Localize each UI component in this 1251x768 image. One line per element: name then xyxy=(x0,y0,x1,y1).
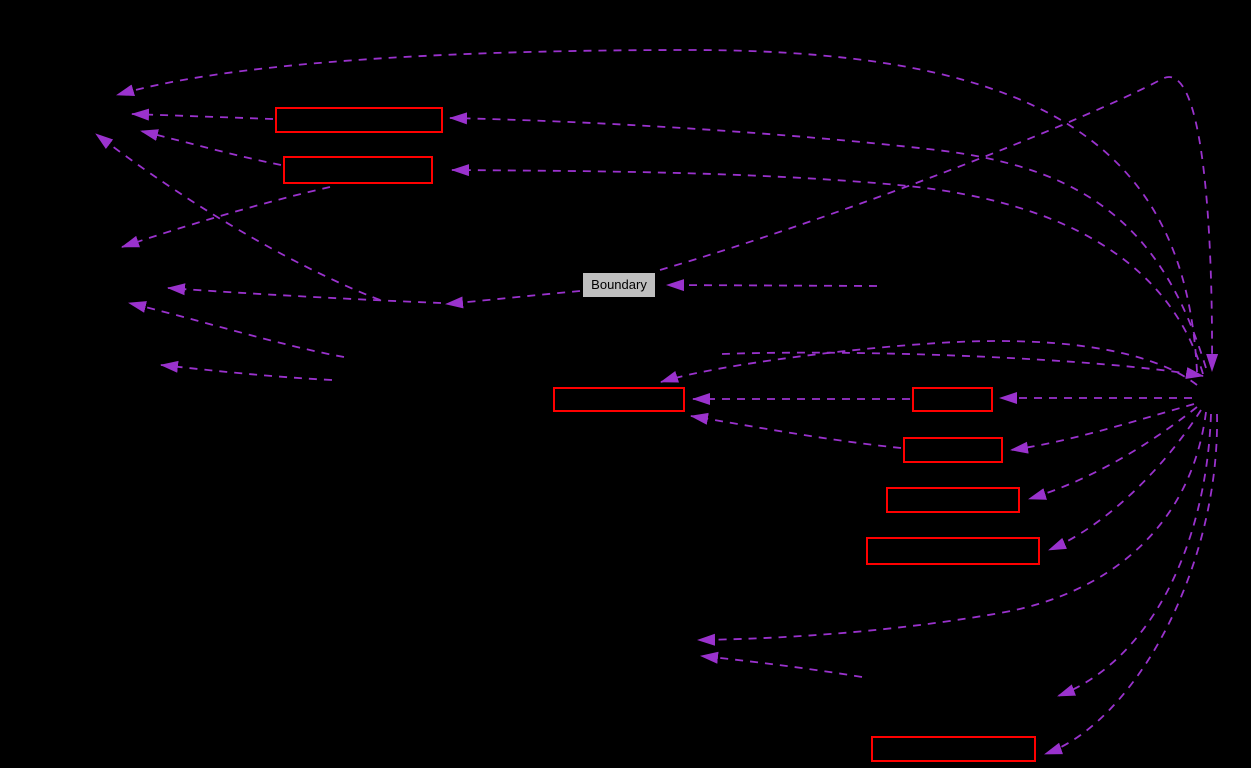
edge-top-arc-to-far-left xyxy=(116,49,1198,373)
edge-right-to-right-box-3 xyxy=(1028,406,1198,500)
node-box-right-2[interactable] xyxy=(903,437,1003,463)
node-box-top-1[interactable] xyxy=(275,107,443,133)
edge-shallow-into-right-node xyxy=(721,351,1204,379)
edge-mid-left-2 xyxy=(128,301,345,358)
node-box-right-4[interactable] xyxy=(866,537,1040,565)
edge-right-to-right-box-2 xyxy=(1010,403,1195,454)
edge-right-to-right-box-4 xyxy=(1048,409,1202,551)
edge-up-left-steep xyxy=(95,133,381,301)
node-box-right-1[interactable] xyxy=(912,387,993,412)
edge-right-to-top-box-1 xyxy=(449,112,1207,369)
edge-mid-left-1 xyxy=(167,283,442,304)
edge-right-to-bottom-left-1 xyxy=(697,411,1207,646)
node-boundary[interactable]: Boundary xyxy=(582,272,656,298)
edge-boundary-to-left xyxy=(445,290,581,309)
node-box-top-2[interactable] xyxy=(283,156,433,184)
edge-bottom-to-bottom-left-2 xyxy=(700,651,863,678)
node-box-middle[interactable] xyxy=(553,387,685,412)
edge-boundary-to-right-node xyxy=(659,76,1219,372)
edge-right-to-top-box-2 xyxy=(451,164,1204,375)
edge-right-to-bottom-box xyxy=(1044,413,1218,755)
edge-top-box-2-to-lower-left xyxy=(121,186,331,248)
node-box-right-3[interactable] xyxy=(886,487,1020,513)
edge-right-to-middle-box xyxy=(660,340,1198,386)
edge-top-box-1-to-left xyxy=(131,108,274,121)
edge-right-box-2-to-middle xyxy=(690,412,902,449)
edge-into-boundary xyxy=(666,279,878,292)
edge-top-box-2-to-left xyxy=(140,129,282,166)
node-box-bottom[interactable] xyxy=(871,736,1036,762)
edge-mid-left-3 xyxy=(160,360,333,381)
edge-right-to-bottom-node xyxy=(1057,413,1212,697)
